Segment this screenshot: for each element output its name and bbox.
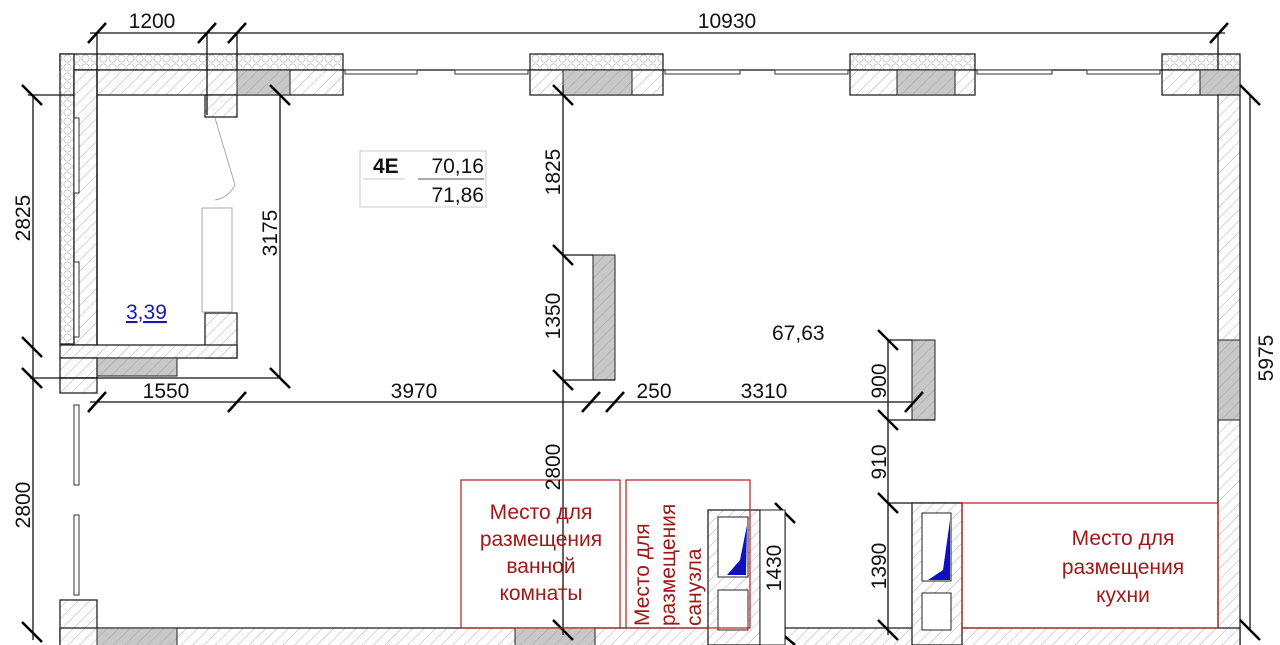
apartment-area-box: 4E 70,16 71,86 bbox=[359, 150, 487, 208]
dim-label: 2800 bbox=[12, 482, 35, 529]
zone-bathroom: Место для размещения ванной комнаты bbox=[460, 479, 621, 629]
window bbox=[73, 514, 80, 596]
dim-label: 1825 bbox=[542, 149, 565, 196]
plumbing-shaft-toilet bbox=[707, 509, 786, 645]
zone-label: размещения bbox=[1062, 556, 1184, 579]
zone-toilet: Место для размещения санузла bbox=[625, 479, 751, 629]
dim-label: 1550 bbox=[143, 380, 190, 403]
zone-label: санузла bbox=[683, 548, 706, 626]
balcony-area-link[interactable]: 3,39 bbox=[126, 301, 167, 324]
zone-label: Место для bbox=[631, 523, 654, 626]
dim-label: 1200 bbox=[129, 10, 176, 33]
dim-label: 1390 bbox=[868, 543, 891, 590]
zone-label: ванной bbox=[506, 555, 575, 578]
dim-label: 900 bbox=[868, 363, 891, 398]
total-area: 70,16 bbox=[431, 155, 484, 178]
dim-label: 3970 bbox=[391, 380, 438, 403]
window bbox=[73, 117, 80, 194]
dim-label: 250 bbox=[636, 380, 671, 403]
window bbox=[73, 261, 80, 338]
dim-label: 3310 bbox=[741, 380, 788, 403]
total-area-with-balcony: 71,86 bbox=[431, 184, 484, 207]
dim-label: 1430 bbox=[763, 545, 786, 592]
window bbox=[975, 69, 1162, 75]
zone-label: комнаты bbox=[499, 582, 582, 605]
dim-label: 2825 bbox=[12, 195, 35, 242]
dimension-lines bbox=[21, 22, 1261, 645]
windows bbox=[73, 69, 1162, 596]
window bbox=[343, 69, 530, 75]
dimension-labels: 1200 10930 2825 2800 3175 1825 1350 2800… bbox=[12, 10, 1278, 591]
plumbing-shaft-kitchen bbox=[911, 502, 963, 645]
zone-label: Место для bbox=[1072, 527, 1175, 550]
apartment-code: 4E bbox=[373, 155, 399, 178]
zone-label: кухни bbox=[1096, 584, 1150, 607]
zone-label: Место для bbox=[490, 501, 593, 524]
dim-label: 3175 bbox=[259, 210, 282, 257]
window bbox=[663, 69, 850, 75]
zone-label: размещения bbox=[480, 528, 602, 551]
living-area: 67,63 bbox=[772, 322, 825, 345]
balcony-door[interactable] bbox=[201, 117, 236, 313]
zone-label: размещения bbox=[657, 504, 680, 626]
dim-label: 2800 bbox=[542, 444, 565, 491]
dim-label: 10930 bbox=[698, 10, 756, 33]
dim-label: 910 bbox=[868, 444, 891, 479]
dim-label: 5975 bbox=[1255, 335, 1278, 382]
zone-kitchen: Место для размещения кухни bbox=[961, 502, 1219, 629]
dim-label: 1350 bbox=[542, 293, 565, 340]
window bbox=[73, 404, 80, 486]
